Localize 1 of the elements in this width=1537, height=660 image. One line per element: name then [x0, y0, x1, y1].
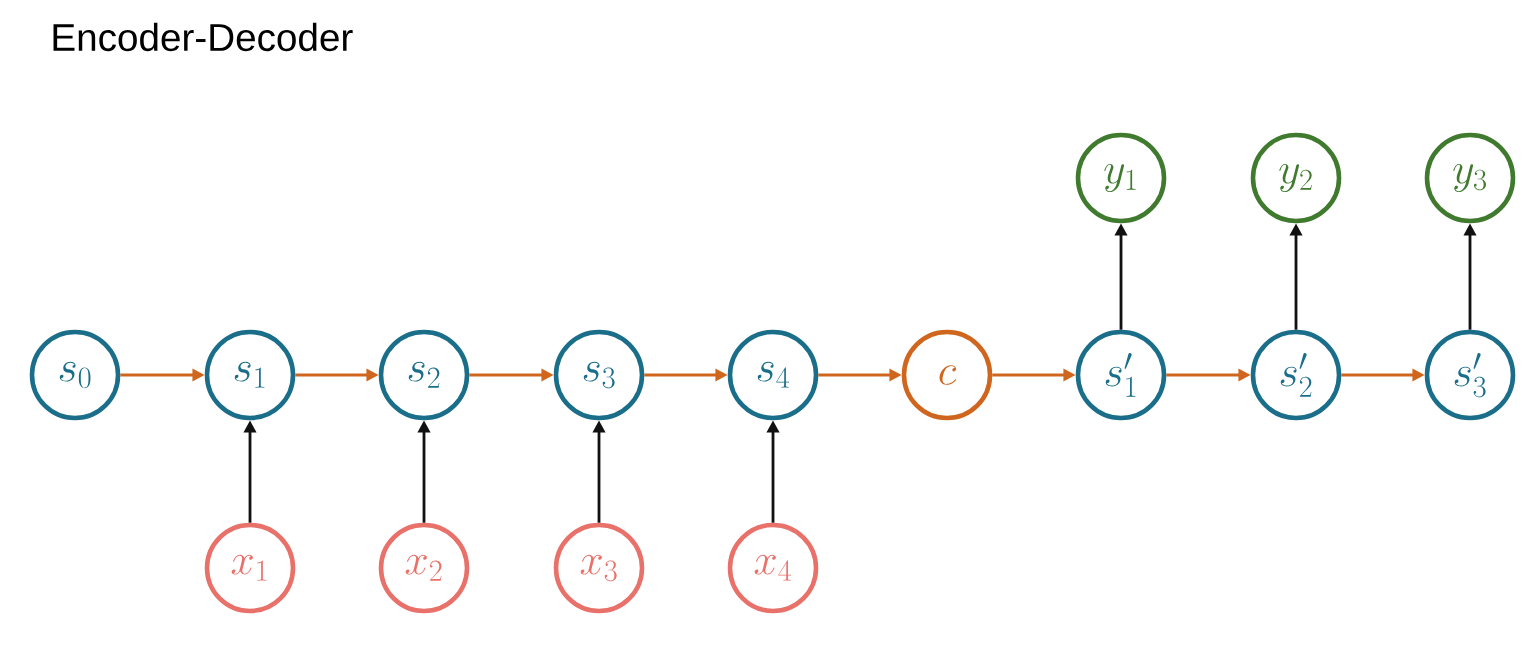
title: Encoder-Decoder: [53, 22, 353, 52]
